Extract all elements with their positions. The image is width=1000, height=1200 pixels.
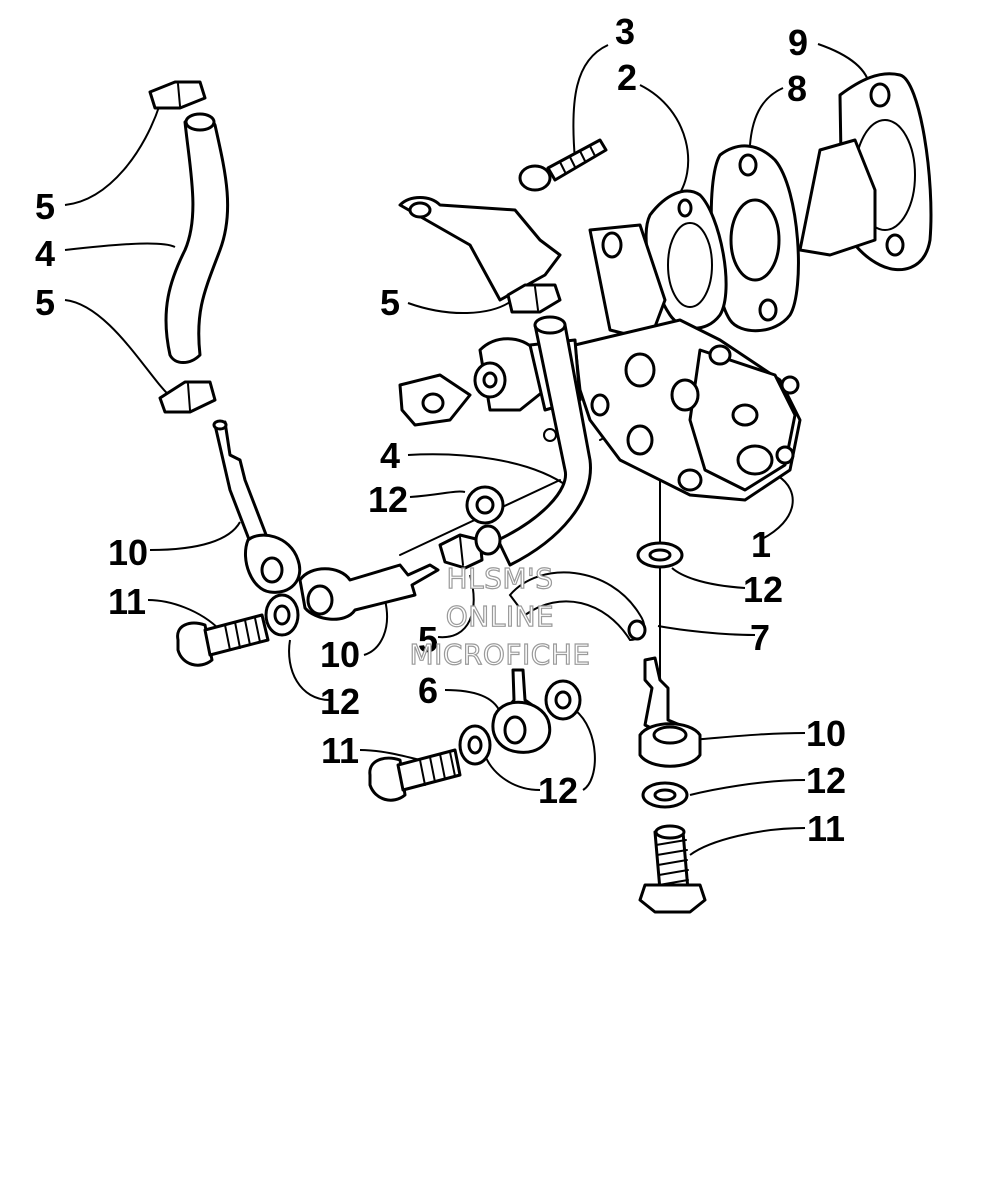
callout-11b: 11 bbox=[321, 730, 359, 771]
callout-4a: 4 bbox=[35, 233, 55, 274]
callout-5a: 5 bbox=[35, 186, 55, 227]
part-5-clamp-bracket bbox=[506, 283, 562, 314]
callout-11a: 11 bbox=[108, 581, 146, 622]
part-12-washer-c bbox=[264, 593, 300, 637]
mounting-bracket bbox=[398, 196, 562, 427]
leader-1 bbox=[759, 475, 794, 541]
part-3-screw bbox=[518, 138, 608, 192]
callout-4b: 4 bbox=[380, 435, 400, 476]
callout-6: 6 bbox=[418, 670, 438, 711]
leader-5a bbox=[64, 103, 161, 206]
callout-5c: 5 bbox=[380, 282, 400, 323]
leader-12e bbox=[689, 779, 806, 796]
part-5-clamp-lower bbox=[158, 380, 217, 414]
part-8-spacer bbox=[709, 138, 877, 333]
callout-12e: 12 bbox=[538, 770, 578, 811]
leader-11a bbox=[147, 599, 221, 631]
callout-2: 2 bbox=[617, 57, 637, 98]
leader-12d bbox=[484, 754, 541, 791]
part-11-bolt-left bbox=[176, 613, 270, 667]
leader-6 bbox=[444, 689, 501, 713]
part-7-hose bbox=[508, 571, 647, 642]
watermark: HLSM'S ONLINE MICROFICHE bbox=[409, 561, 591, 671]
callout-10b: 10 bbox=[320, 634, 360, 675]
part-12-washer-a bbox=[465, 485, 505, 525]
leader-5d bbox=[437, 574, 475, 639]
callout-1: 1 bbox=[751, 524, 771, 565]
leader-12b bbox=[671, 567, 746, 589]
leader-12c bbox=[288, 639, 331, 701]
callout-5b: 5 bbox=[35, 282, 55, 323]
callout-9: 9 bbox=[788, 22, 808, 63]
leader-lines bbox=[64, 43, 871, 856]
leader-10c bbox=[689, 732, 806, 741]
leader-10b bbox=[363, 599, 389, 656]
part-12-washer-e bbox=[641, 781, 689, 809]
leader-4a bbox=[64, 242, 176, 251]
part-12-washer-b bbox=[636, 541, 684, 569]
part-6-banjo bbox=[491, 668, 552, 754]
part-10-banjo-left bbox=[212, 419, 302, 594]
callout-12b: 12 bbox=[743, 569, 783, 610]
part-12-washer-d2 bbox=[544, 679, 582, 721]
callout-10c: 10 bbox=[806, 713, 846, 754]
leader-11b bbox=[359, 749, 421, 761]
watermark-line-2: ONLINE bbox=[446, 600, 554, 633]
leader-12a bbox=[409, 490, 466, 498]
part-11-bolt-right bbox=[638, 824, 707, 914]
part-1-oil-pump bbox=[543, 223, 802, 502]
leader-12d2 bbox=[574, 709, 596, 791]
callout-11c: 11 bbox=[807, 808, 845, 849]
part-5-clamp-mid bbox=[438, 533, 484, 570]
callout-12d: 12 bbox=[806, 760, 846, 801]
leader-11c bbox=[689, 827, 806, 856]
part-10-banjo-mid bbox=[298, 563, 440, 621]
leader-5b bbox=[64, 299, 173, 399]
part-10-banjo-right bbox=[638, 656, 702, 768]
part-4-hose-lower bbox=[496, 315, 592, 567]
leader-10a bbox=[149, 521, 241, 551]
leader-2 bbox=[639, 84, 690, 201]
watermark-line-1: HLSM'S bbox=[446, 562, 553, 595]
leader-4b bbox=[407, 453, 571, 489]
watermark-line-3: MICROFICHE bbox=[409, 638, 590, 671]
part-12-washer-f bbox=[474, 524, 502, 556]
callout-12a: 12 bbox=[368, 479, 408, 520]
callout-8: 8 bbox=[787, 68, 807, 109]
callout-12c: 12 bbox=[320, 681, 360, 722]
part-12-washer-d bbox=[458, 724, 492, 766]
callout-labels: 3 2 9 8 5 4 5 5 4 12 1 10 12 11 7 10 5 1… bbox=[35, 11, 846, 849]
leader-5c bbox=[407, 301, 511, 315]
callout-3: 3 bbox=[615, 11, 635, 52]
part-11-bolt-mid bbox=[368, 748, 462, 802]
part-4-hose-left bbox=[164, 112, 230, 364]
callout-10a: 10 bbox=[108, 532, 148, 573]
leader-8 bbox=[749, 87, 784, 146]
callout-5d: 5 bbox=[418, 619, 438, 660]
part-5-clamp-top bbox=[148, 80, 207, 110]
leader-3 bbox=[572, 44, 609, 161]
leader-7 bbox=[657, 625, 756, 636]
part-2-gasket bbox=[644, 189, 728, 330]
callout-7: 7 bbox=[750, 617, 770, 658]
